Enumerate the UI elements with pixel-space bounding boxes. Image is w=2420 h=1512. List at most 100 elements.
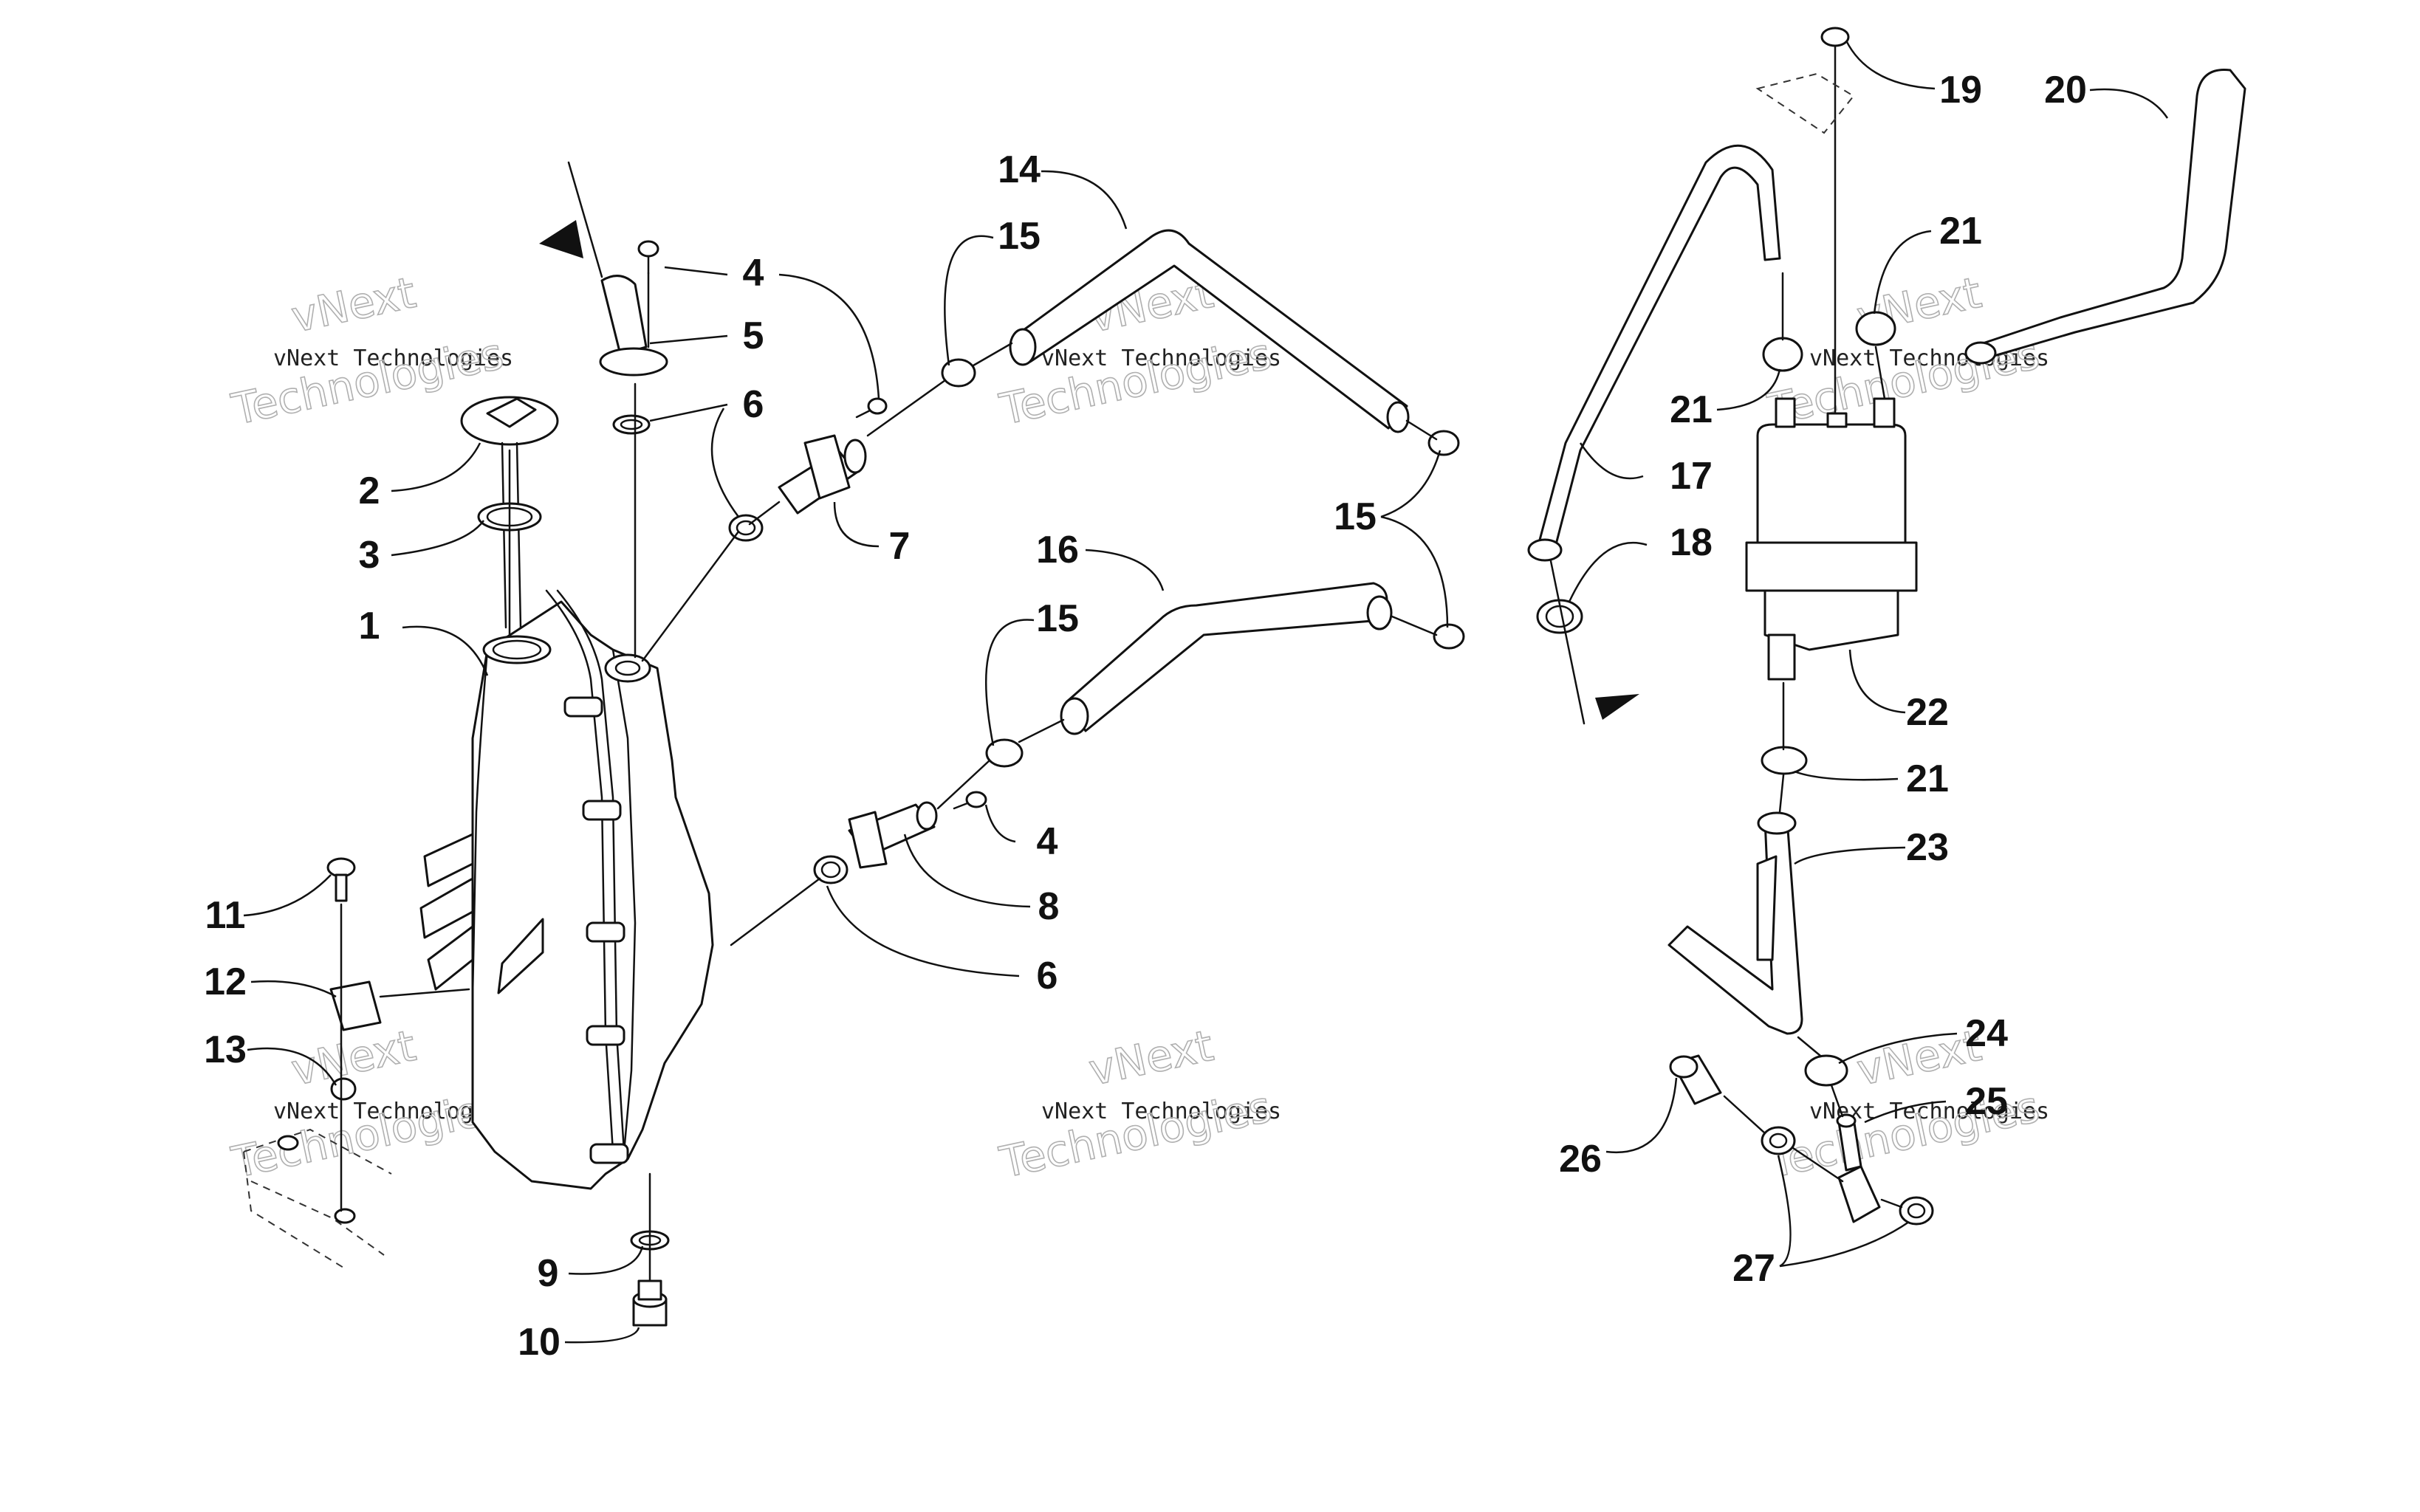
oil-tank-outlet-bore (614, 660, 641, 676)
watermark-text-2: vNext Technologies (1041, 346, 1281, 371)
oil-tank-fin-1 (423, 833, 474, 887)
leader-23 (1794, 846, 1906, 865)
oil-tank-fin-3 (427, 925, 474, 991)
callout-5: 5 (743, 315, 764, 357)
leader-21-left (1716, 368, 1781, 411)
leader-6-top (649, 403, 740, 518)
fitting-8-flange (848, 811, 888, 869)
direction-arrow-left (539, 220, 583, 258)
leader-18 (1568, 541, 1648, 602)
axis-hose14-end (1405, 419, 1438, 441)
fitting-7-flange (803, 434, 851, 500)
callout-11: 11 (205, 894, 246, 937)
clamp-15d (985, 738, 1024, 768)
axis-lower-hose (936, 759, 991, 810)
axis-upper-hose-2 (972, 342, 1013, 367)
oil-tank-fin-2 (419, 877, 474, 939)
axis-lower-hose-2 (1018, 718, 1065, 743)
axis-upper-hose (866, 379, 947, 437)
hose-17 (1535, 144, 1781, 555)
hose-23 (1667, 818, 1803, 1035)
leader-14 (1041, 170, 1128, 230)
mount-bolt-shank (335, 873, 348, 902)
axis-mount-tank (379, 988, 470, 998)
outlet-fitting-7 (778, 434, 867, 515)
screw-top (637, 240, 659, 275)
tube-clip-2 (582, 800, 622, 821)
hose-16-end-a (1060, 697, 1089, 735)
watermark-big-1a: vNext (287, 267, 420, 343)
axis-vent-top (567, 161, 603, 278)
screw-mid-shank (855, 409, 871, 419)
screw-lower-shank (953, 802, 969, 810)
vent-elbow-flange (599, 347, 668, 377)
tube-clip-3 (586, 921, 625, 943)
axis-banjo (1723, 1095, 1766, 1135)
callout-3: 3 (359, 534, 380, 577)
outlet-fitting-8 (848, 801, 938, 869)
axis-banjo-2 (1792, 1147, 1844, 1183)
hose-23-branch (1756, 855, 1778, 961)
dipstick-cap (460, 396, 559, 629)
callout-7: 7 (889, 525, 911, 568)
leader-17 (1579, 442, 1644, 480)
hose-20 (1970, 68, 2246, 360)
leader-lines (243, 40, 2169, 1344)
leader-5 (649, 334, 728, 345)
tube-clip-4 (586, 1025, 625, 1046)
callout-15-low: 15 (1036, 597, 1079, 640)
callout-15-mid: 15 (1334, 495, 1377, 538)
mount-grommet (330, 1077, 357, 1101)
tube-clip-5 (589, 1143, 629, 1164)
screw-lower (953, 791, 987, 810)
callout-6-low: 6 (1037, 955, 1058, 997)
callout-2: 2 (359, 470, 380, 512)
callout-6-top: 6 (743, 383, 764, 426)
leader-22 (1848, 649, 1906, 714)
screw-lower-head (965, 791, 987, 808)
oil-tank-filler-neck-inner (492, 639, 542, 660)
callout-8: 8 (1038, 885, 1060, 928)
axis-clamp21b (1874, 346, 1886, 400)
vent-canister (1745, 397, 1918, 681)
assembly-lines (340, 161, 1903, 1282)
direction-arrow-right (1595, 694, 1639, 720)
leader-6-low (826, 885, 1020, 977)
callout-21-top: 21 (1939, 210, 1982, 252)
callout-9: 9 (538, 1252, 559, 1295)
canister-outlet (1767, 633, 1796, 681)
leader-4-top (664, 266, 880, 399)
tee-fitting (1836, 1113, 1881, 1223)
leader-15-mid (1380, 450, 1449, 628)
oil-level-tube-outer (556, 589, 625, 1153)
callout-23: 23 (1906, 826, 1949, 869)
watermark-5: vNext vNext Technologies Technologies (995, 1020, 1281, 1189)
drain-plug (632, 1279, 668, 1327)
watermark-big-5a: vNext (1085, 1020, 1218, 1096)
clamp-24 (1804, 1054, 1848, 1087)
canister-port-left (1775, 397, 1796, 428)
leader-27 (1777, 1155, 1910, 1268)
callout-14: 14 (998, 148, 1041, 191)
clamp-21b (1855, 311, 1896, 346)
screw-mid-head (867, 397, 888, 415)
tee-fitting-top (1836, 1113, 1857, 1128)
leader-9 (568, 1245, 644, 1275)
chassis-hole-2 (334, 1208, 356, 1224)
chassis-line-1 (243, 1128, 392, 1175)
vent-elbow-fitting (599, 275, 668, 377)
callout-25: 25 (1965, 1080, 2008, 1123)
chassis-hole-1 (277, 1135, 299, 1151)
screw-top-head (637, 240, 659, 258)
leader-15-top (944, 235, 994, 366)
tee-fitting-body (1837, 1165, 1881, 1223)
axis-hose16-end (1391, 615, 1438, 636)
hose-14-end-b (1386, 401, 1410, 433)
hose-16 (1066, 582, 1388, 732)
canister-band (1745, 541, 1918, 592)
o-ring-5 (612, 414, 651, 435)
axis-upper-outlet-2 (748, 501, 781, 526)
callout-18: 18 (1670, 521, 1713, 564)
washer-27b (1899, 1196, 1934, 1226)
axis-hose23-lower (1797, 1036, 1822, 1057)
